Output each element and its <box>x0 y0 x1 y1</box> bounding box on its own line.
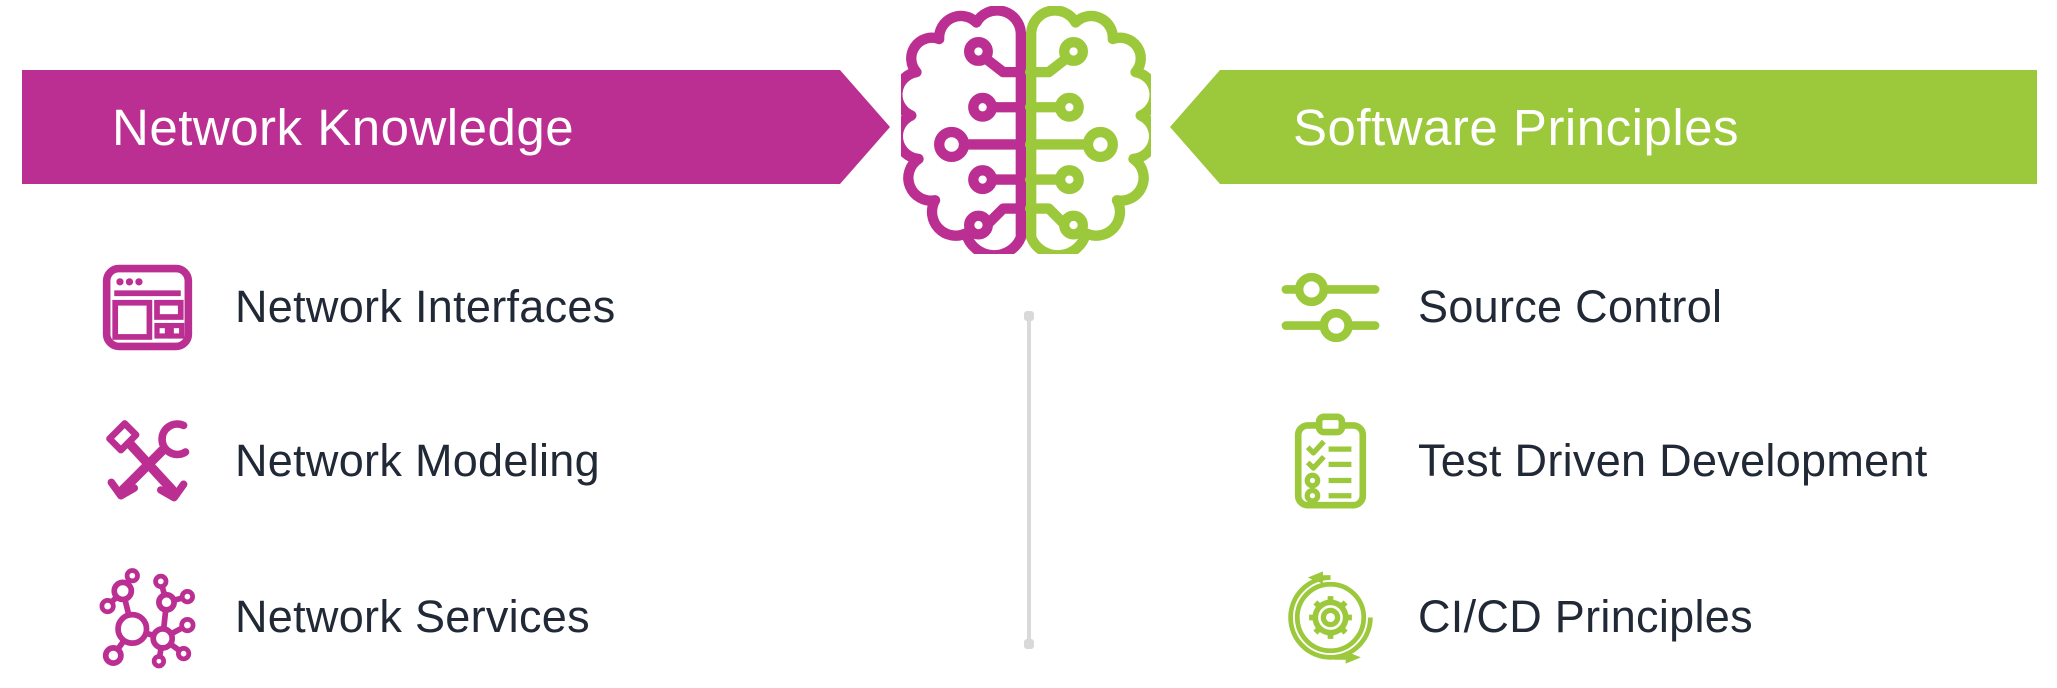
list-item-label: Network Modeling <box>235 435 600 486</box>
browser-window-icon <box>100 260 195 355</box>
network-nodes-icon <box>99 567 196 668</box>
gear-cycle-icon <box>1283 570 1378 665</box>
network-knowledge-banner-label: Network Knowledge <box>112 98 575 156</box>
checklist-icon <box>1283 413 1378 509</box>
list-item-network-modeling: Network Modeling <box>100 411 600 511</box>
brain-right-half <box>1030 10 1151 254</box>
list-item-label: CI/CD Principles <box>1418 591 1753 642</box>
list-item-label: Test Driven Development <box>1418 435 1928 486</box>
software-principles-banner: Software Principles <box>1170 70 2037 184</box>
network-knowledge-banner: Network Knowledge <box>22 70 890 184</box>
tools-icon <box>100 414 195 509</box>
brain-left-half <box>901 10 1022 254</box>
list-item-network-services: Network Services <box>99 567 590 668</box>
list-item-label: Network Services <box>235 591 590 642</box>
center-divider <box>1024 311 1034 649</box>
list-item-label: Network Interfaces <box>235 281 616 332</box>
list-item-source-control: Source Control <box>1281 257 1723 357</box>
split-brain-circuit-icon <box>901 6 1151 254</box>
software-principles-banner-label: Software Principles <box>1293 98 1740 156</box>
list-item-label: Source Control <box>1418 281 1723 332</box>
sliders-icon <box>1281 260 1380 355</box>
list-item-test-driven-development: Test Driven Development <box>1283 411 1928 511</box>
list-item-network-interfaces: Network Interfaces <box>100 257 616 357</box>
list-item-cicd-principles: CI/CD Principles <box>1283 567 1753 667</box>
